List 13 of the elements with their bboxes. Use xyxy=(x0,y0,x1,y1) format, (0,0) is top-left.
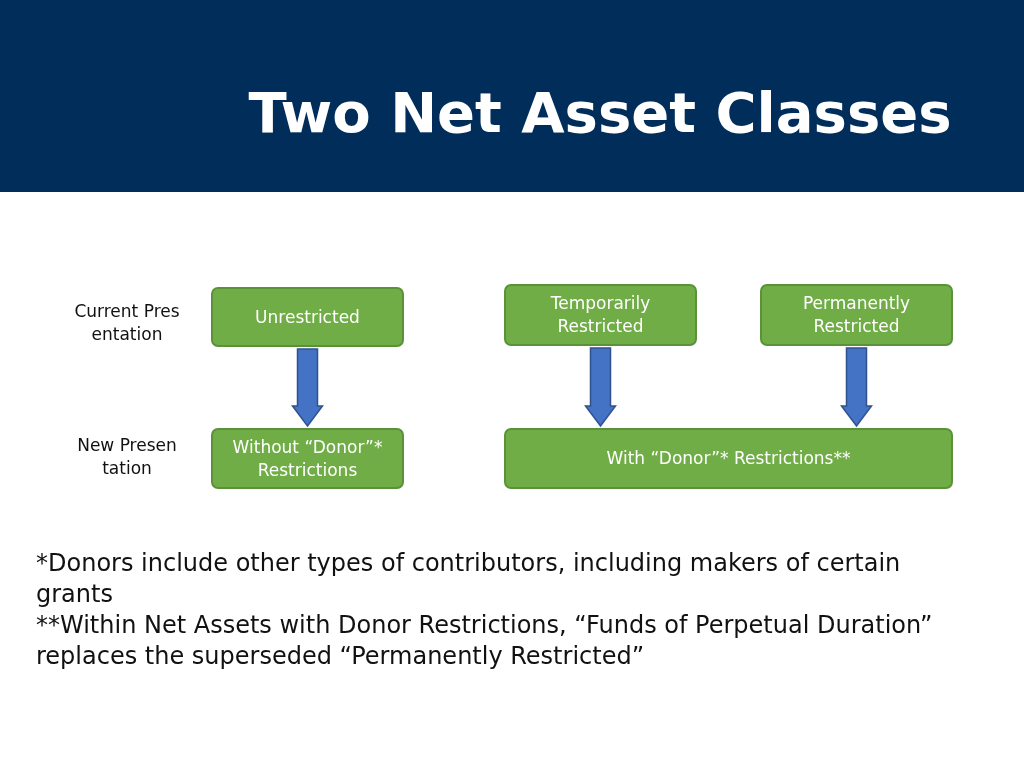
row-label: Current Presentation xyxy=(74,300,180,346)
block-arrow xyxy=(584,347,617,428)
block-arrow xyxy=(840,347,873,428)
title: Two Net Asset Classes xyxy=(247,79,953,147)
process-box: Temporarily Restricted xyxy=(504,284,697,346)
block-arrow xyxy=(291,348,324,428)
footnote: *Donors include other types of contributors, including makers of certain grants xyxy=(36,548,902,610)
row-label: New Presentation xyxy=(76,434,178,480)
process-box: Permanently Restricted xyxy=(760,284,953,346)
footnote: **Within Net Assets with Donor Restrictions, “Funds of Perpetual Duration” replaces the superseded “Permanently Restricted” xyxy=(36,610,934,672)
process-box: With “Donor”* Restrictions** xyxy=(504,428,953,489)
process-box: Without “Donor”* Restrictions xyxy=(211,428,404,489)
process-box: Unrestricted xyxy=(211,287,404,347)
